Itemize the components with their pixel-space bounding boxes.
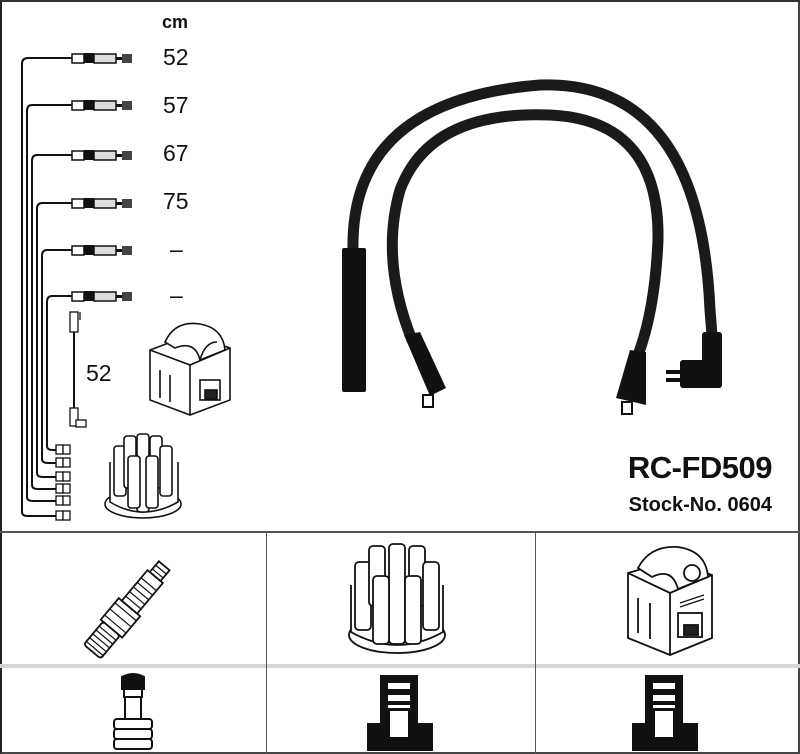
spark-plug-icon xyxy=(84,560,171,659)
ignition-wires-icon xyxy=(342,79,722,415)
length-label-5: – xyxy=(170,236,183,262)
length-label-3: 67 xyxy=(163,140,189,166)
table-top-divider xyxy=(0,531,800,533)
length-label-2: 57 xyxy=(163,92,189,118)
spark-plug-terminal-icon xyxy=(113,673,153,750)
ignition-coil-icon xyxy=(627,545,713,656)
coil-terminal-icon xyxy=(632,675,698,751)
length-label-4: 75 xyxy=(163,188,189,214)
distributor-cap-icon xyxy=(348,543,446,654)
table-row-divider xyxy=(0,664,800,668)
top-border xyxy=(0,0,800,2)
cable-schematic-icon xyxy=(21,53,132,521)
length-label-1: 52 xyxy=(163,44,189,70)
table-col-divider-1 xyxy=(266,533,267,754)
part-number: RC-FD509 xyxy=(627,450,773,485)
length-label-6: – xyxy=(170,282,183,308)
distributor-cap-small-icon xyxy=(104,433,182,519)
ignition-coil-small-icon xyxy=(149,322,231,416)
table-col-divider-2 xyxy=(535,533,536,754)
distributor-terminal-icon xyxy=(367,675,433,751)
stock-number: Stock-No. 0604 xyxy=(628,494,772,516)
unit-label: cm xyxy=(162,12,189,32)
coil-lead-length: 52 xyxy=(86,360,112,386)
